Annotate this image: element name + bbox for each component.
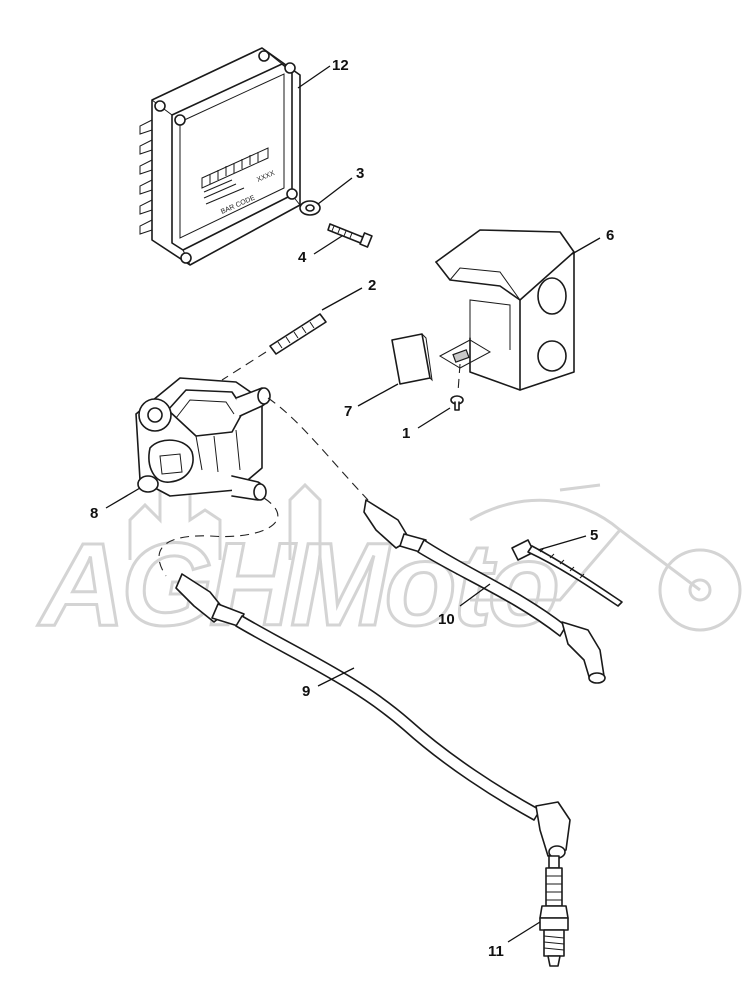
stud bbox=[221, 313, 327, 381]
watermark: AGHMoto bbox=[36, 468, 742, 653]
module-screw bbox=[327, 223, 373, 248]
ignition-module: BAR CODE XXXX bbox=[139, 47, 301, 266]
spark-plug-wire-10 bbox=[267, 397, 606, 684]
pad bbox=[391, 333, 433, 385]
callout-6: 6 bbox=[606, 227, 614, 244]
washer bbox=[299, 200, 321, 216]
callout-4: 4 bbox=[298, 249, 307, 266]
callout-12: 12 bbox=[332, 57, 349, 74]
callout-5: 5 bbox=[590, 527, 598, 544]
callouts: 12 3 4 6 2 7 1 8 5 10 9 11 bbox=[90, 57, 614, 960]
cable-strap bbox=[511, 539, 623, 607]
spark-plug bbox=[539, 855, 569, 967]
ignition-coil bbox=[135, 377, 271, 501]
callout-3: 3 bbox=[356, 165, 364, 182]
spark-plug-wire-9 bbox=[158, 497, 571, 859]
coil-cover bbox=[435, 229, 575, 391]
watermark-text: AGHMoto bbox=[37, 519, 557, 651]
callout-2: 2 bbox=[368, 277, 376, 294]
watermark-motorcycle-icon bbox=[469, 483, 742, 632]
callout-8: 8 bbox=[90, 505, 98, 522]
callout-9: 9 bbox=[302, 683, 310, 700]
callout-7: 7 bbox=[344, 403, 352, 420]
cover-screw bbox=[450, 363, 464, 411]
callout-11: 11 bbox=[488, 943, 504, 960]
callout-10: 10 bbox=[438, 611, 455, 628]
module-cooling-fins bbox=[139, 119, 153, 235]
callout-1: 1 bbox=[402, 425, 410, 442]
